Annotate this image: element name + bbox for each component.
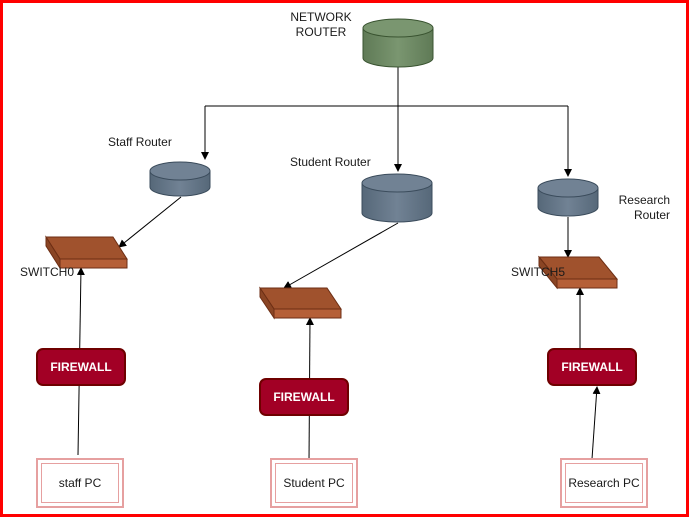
student-switch-icon <box>260 288 341 318</box>
staff-pc-label: staff PC <box>59 476 101 490</box>
network-router-icon <box>363 19 433 67</box>
staff-router-label: Staff Router <box>108 135 172 150</box>
network-router-label: NETWORK ROUTER <box>286 10 356 40</box>
firewall-staff: FIREWALL <box>36 348 126 386</box>
firewall-student: FIREWALL <box>259 378 349 416</box>
link-student-router-switch <box>284 223 398 288</box>
staff-router-icon <box>150 162 210 196</box>
staff-pc-box: staff PC <box>36 458 124 508</box>
network-diagram <box>3 3 686 514</box>
switch0-label: SWITCH0 <box>20 265 74 280</box>
research-router-icon <box>538 179 598 216</box>
research-pc-box: Research PC <box>560 458 648 508</box>
research-pc-label: Research PC <box>568 476 639 490</box>
student-pc-box: Student PC <box>270 458 358 508</box>
link-staff-router-switch0 <box>119 197 181 247</box>
switch0-icon <box>46 237 127 268</box>
student-router-label: Student Router <box>290 155 371 170</box>
firewall-research: FIREWALL <box>547 348 637 386</box>
research-router-label: Research Router <box>608 193 670 223</box>
student-pc-label: Student PC <box>283 476 344 490</box>
link-research-pc-switch5 <box>592 387 597 459</box>
switch5-label: SWITCH5 <box>511 265 565 280</box>
student-router-icon <box>362 174 432 222</box>
